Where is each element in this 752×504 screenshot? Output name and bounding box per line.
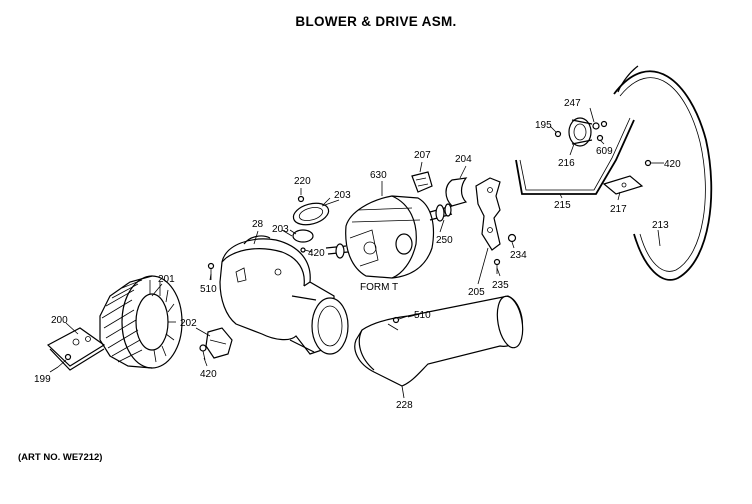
label-217: 217 — [610, 204, 627, 215]
screw-part-235 — [493, 258, 501, 274]
label-202: 202 — [180, 318, 197, 329]
label-204: 204 — [455, 154, 472, 165]
screw-part-234 — [507, 233, 517, 249]
callout-labels: 200 199 201 202 420 510 28 220 203 203 4… — [34, 98, 681, 411]
drive-belt-part-213 — [613, 65, 713, 281]
blower-wheel-part-201 — [99, 275, 183, 369]
label-form-t: FORM T — [360, 282, 398, 293]
screw-part-420-center — [300, 247, 313, 253]
label-510-right: 510 — [414, 310, 431, 321]
label-228: 228 — [396, 400, 413, 411]
screw-part-195 — [554, 130, 562, 138]
diagram-title: BLOWER & DRIVE ASM. — [295, 14, 457, 29]
label-207: 207 — [414, 150, 431, 161]
label-250: 250 — [436, 235, 453, 246]
label-420-center: 420 — [308, 248, 325, 259]
motor-mount-clip-part-203 — [281, 229, 314, 243]
screw-part-420-lower-left — [199, 344, 207, 361]
label-213: 213 — [652, 220, 669, 231]
label-420-lower: 420 — [200, 369, 217, 380]
label-235: 235 — [492, 280, 509, 291]
idler-arm-part-215 — [515, 117, 635, 195]
screw-part-420-right — [644, 159, 652, 167]
label-216: 216 — [558, 158, 575, 169]
label-203-upper: 203 — [334, 190, 351, 201]
idler-pulley-part-216 — [568, 117, 593, 147]
art-number: (ART NO. WE7212) — [18, 452, 103, 463]
screw-part-510-right — [392, 315, 409, 324]
washer-part-247 — [592, 120, 608, 130]
label-234: 234 — [510, 250, 527, 261]
label-420-right: 420 — [664, 159, 681, 170]
motor-mount-ring-part-203 — [292, 197, 331, 226]
leader-lines — [49, 107, 664, 399]
retainer-part-609 — [596, 134, 604, 142]
bracket-plate-part-217 — [602, 175, 644, 195]
label-247: 247 — [564, 98, 581, 109]
label-510-left: 510 — [200, 284, 217, 295]
bracket-part-200 — [46, 327, 106, 371]
switch-part-207 — [411, 171, 433, 193]
screw-part-510-left — [207, 262, 215, 280]
label-199: 199 — [34, 374, 51, 385]
label-609: 609 — [596, 146, 613, 157]
label-201: 201 — [158, 274, 175, 285]
label-203-lower: 203 — [272, 224, 289, 235]
screw-part-199 — [57, 353, 72, 368]
label-205: 205 — [468, 287, 485, 298]
label-215: 215 — [554, 200, 571, 211]
label-630: 630 — [370, 170, 387, 181]
drive-motor-part-630 — [325, 195, 435, 279]
exhaust-duct-part-228 — [354, 295, 524, 387]
blower-housing-part-28 — [219, 235, 349, 355]
label-220: 220 — [294, 176, 311, 187]
label-195: 195 — [535, 120, 552, 131]
belt-clip-part-204 — [445, 177, 468, 207]
clip-part-202 — [205, 327, 233, 359]
motor-shaft-part-250 — [429, 203, 453, 222]
screw-part-220 — [297, 188, 305, 203]
idler-bracket-part-205 — [475, 177, 501, 251]
label-28: 28 — [252, 219, 264, 230]
label-200: 200 — [51, 315, 68, 326]
